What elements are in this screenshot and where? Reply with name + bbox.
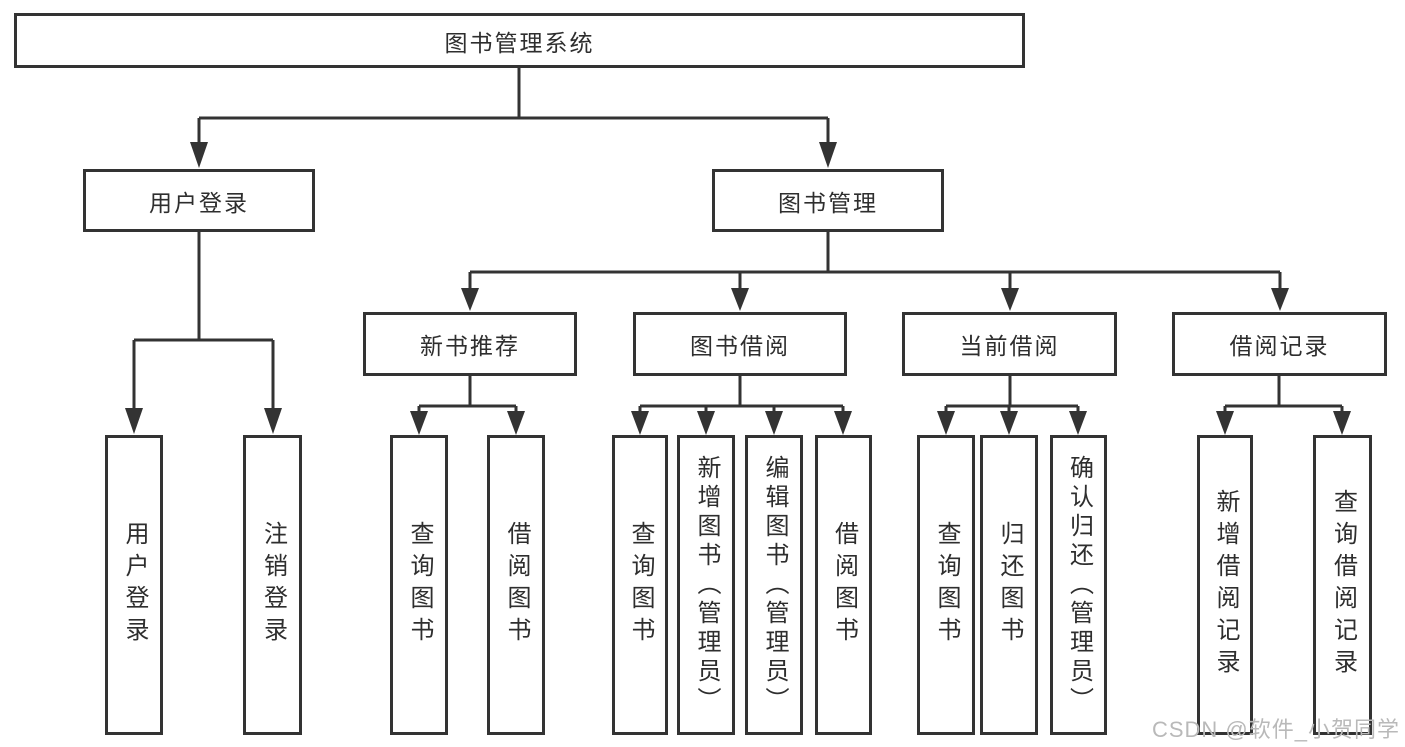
node-book-borrow-label: 图书借阅 bbox=[690, 333, 790, 359]
arrowhead bbox=[1271, 288, 1289, 311]
leaf-query-books-current-label: 查询图书 bbox=[933, 521, 960, 649]
node-current-borrow: 当前借阅 bbox=[902, 312, 1117, 376]
node-root: 图书管理系统 bbox=[14, 13, 1025, 68]
arrowhead bbox=[461, 288, 479, 311]
arrowhead bbox=[765, 411, 783, 435]
leaf-edit-book-admin-label: 编辑图书（管理员） bbox=[761, 454, 788, 716]
leaf-user-login: 用户登录 bbox=[105, 435, 163, 735]
arrowhead bbox=[631, 411, 649, 435]
arrowhead bbox=[264, 408, 282, 434]
leaf-query-books-borrow-label: 查询图书 bbox=[627, 521, 654, 649]
leaf-borrow-books-recommend-label: 借阅图书 bbox=[503, 521, 530, 649]
arrowhead bbox=[697, 411, 715, 435]
arrowhead bbox=[1333, 411, 1351, 435]
arrowhead bbox=[834, 411, 852, 435]
arrowhead bbox=[190, 142, 208, 168]
leaf-add-book-admin: 新增图书（管理员） bbox=[677, 435, 735, 735]
node-user-login-label: 用户登录 bbox=[149, 189, 249, 216]
leaf-query-books-recommend-label: 查询图书 bbox=[406, 521, 433, 649]
node-borrow-records: 借阅记录 bbox=[1172, 312, 1387, 376]
node-user-login: 用户登录 bbox=[83, 169, 315, 232]
leaf-logout-label: 注销登录 bbox=[259, 521, 287, 649]
leaf-query-borrow-record: 查询借阅记录 bbox=[1313, 435, 1372, 735]
arrowhead bbox=[731, 288, 749, 311]
node-book-borrow: 图书借阅 bbox=[633, 312, 847, 376]
leaf-return-book: 归还图书 bbox=[980, 435, 1038, 735]
arrowhead bbox=[1001, 288, 1019, 311]
leaf-logout: 注销登录 bbox=[243, 435, 302, 735]
node-book-management: 图书管理 bbox=[712, 169, 944, 232]
leaf-borrow-books-label: 借阅图书 bbox=[830, 521, 858, 649]
leaf-confirm-return-admin: 确认归还（管理员） bbox=[1050, 435, 1107, 735]
watermark: CSDN @软件_小贺同学 bbox=[1151, 717, 1400, 742]
node-root-label: 图书管理系统 bbox=[444, 29, 595, 56]
leaf-borrow-books-recommend: 借阅图书 bbox=[487, 435, 545, 735]
node-new-book-recommend-label: 新书推荐 bbox=[420, 333, 520, 359]
arrowhead bbox=[937, 411, 955, 435]
leaf-confirm-return-admin-label: 确认归还（管理员） bbox=[1065, 454, 1093, 716]
leaf-add-borrow-record-label: 新增借阅记录 bbox=[1212, 489, 1239, 681]
node-new-book-recommend: 新书推荐 bbox=[363, 312, 577, 376]
arrowhead bbox=[125, 408, 143, 434]
arrowhead bbox=[819, 142, 837, 168]
arrowhead bbox=[507, 411, 525, 435]
arrowhead bbox=[410, 411, 428, 435]
leaf-return-book-label: 归还图书 bbox=[996, 521, 1023, 649]
arrowhead bbox=[1216, 411, 1234, 435]
leaf-borrow-books: 借阅图书 bbox=[815, 435, 872, 735]
leaf-query-books-current: 查询图书 bbox=[917, 435, 975, 735]
leaf-user-login-label: 用户登录 bbox=[121, 521, 148, 649]
leaf-add-book-admin-label: 新增图书（管理员） bbox=[693, 454, 720, 716]
node-borrow-records-label: 借阅记录 bbox=[1229, 333, 1330, 359]
leaf-query-books-recommend: 查询图书 bbox=[390, 435, 448, 735]
leaf-add-borrow-record: 新增借阅记录 bbox=[1197, 435, 1253, 735]
leaf-edit-book-admin: 编辑图书（管理员） bbox=[745, 435, 803, 735]
arrowhead bbox=[1069, 411, 1087, 435]
arrowhead bbox=[1000, 411, 1018, 435]
leaf-query-books-borrow: 查询图书 bbox=[612, 435, 668, 735]
leaf-query-borrow-record-label: 查询借阅记录 bbox=[1329, 489, 1357, 681]
node-current-borrow-label: 当前借阅 bbox=[959, 333, 1060, 359]
node-book-management-label: 图书管理 bbox=[778, 189, 878, 216]
